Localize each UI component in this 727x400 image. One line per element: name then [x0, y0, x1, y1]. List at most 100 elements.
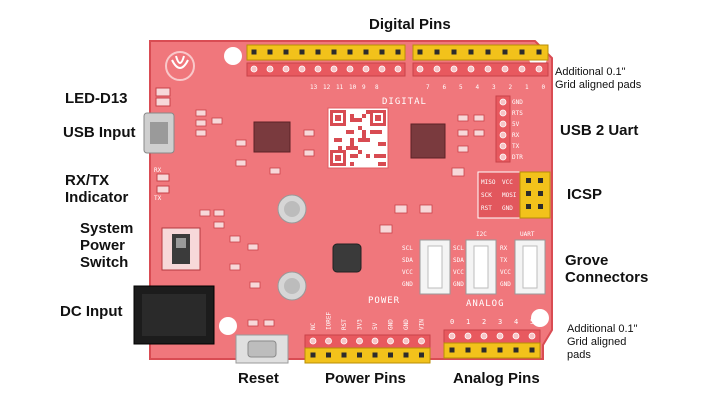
silk-grove-pin: TX	[500, 257, 508, 264]
silk-pin-label: 11	[336, 84, 344, 91]
silk-power-pin: RST	[341, 319, 348, 330]
silk-grove-pin: RX	[500, 245, 508, 252]
header-pin	[417, 49, 423, 55]
header-pin	[251, 49, 257, 55]
silk-uart-pin: GND	[512, 99, 523, 106]
mounting-hole-bottom-right	[531, 309, 549, 327]
qr-code	[327, 107, 389, 169]
silk-grove-pin: VCC	[453, 269, 464, 276]
dc-jack	[133, 285, 215, 345]
digital-header-right	[412, 44, 549, 77]
silk-analog-pin: 0	[450, 318, 454, 326]
grove-connector-2	[465, 239, 497, 295]
header-pin	[283, 49, 289, 55]
pad	[356, 337, 363, 345]
pad	[496, 332, 504, 340]
pad	[535, 65, 543, 73]
pad	[528, 332, 536, 340]
silk-tx: TX	[154, 195, 162, 202]
uart-header	[495, 95, 511, 163]
label-usb-2-uart: USB 2 Uart	[560, 122, 639, 139]
pad	[518, 65, 526, 73]
usb-port	[143, 112, 175, 154]
silk-pin-label: 2	[509, 84, 513, 91]
header-pin	[434, 49, 440, 55]
label-reset: Reset	[238, 370, 279, 387]
header-pin	[485, 49, 491, 55]
header-pin	[536, 49, 542, 55]
silk-pin-label: 1	[525, 84, 529, 91]
silk-pin-label: 8	[375, 84, 379, 91]
pad	[282, 65, 290, 73]
header-pin	[315, 49, 321, 55]
label-analog-pins: Analog Pins	[453, 370, 540, 387]
label-additional-pads-top: Additional 0.1" Grid aligned pads	[555, 66, 642, 91]
grove-connector-3	[514, 239, 546, 295]
inductor	[332, 243, 362, 273]
pad	[480, 332, 488, 340]
icsp-pin	[538, 191, 543, 196]
led-d13	[155, 87, 171, 107]
silk-pin-label: 3	[492, 84, 496, 91]
header-pin	[347, 49, 353, 55]
silk-pin-label: 7	[426, 84, 430, 91]
smd-components	[195, 109, 485, 327]
silk-uart-pin: DTR	[512, 154, 523, 161]
rx-tx-indicator: RX TX	[154, 167, 170, 202]
silk-digital-label: DIGITAL	[382, 97, 427, 107]
label-rx-tx-indicator: RX/TX Indicator	[65, 172, 129, 206]
header-pin	[497, 347, 503, 353]
header-pin	[519, 49, 525, 55]
label-grove-connectors: Grove Connectors	[565, 252, 649, 286]
capacitor-1	[277, 194, 307, 224]
pad	[325, 337, 332, 345]
header-pin	[331, 49, 337, 55]
silk-uart-pin: RX	[512, 132, 520, 139]
pad	[346, 65, 354, 73]
header-pin	[403, 352, 409, 358]
pad	[362, 65, 370, 73]
header-pin	[502, 49, 508, 55]
label-additional-pads-bottom: Additional 0.1" Grid aligned pads	[567, 323, 638, 361]
silk-power-pin: GND	[403, 319, 410, 330]
header-pin	[465, 347, 471, 353]
pad	[448, 332, 456, 340]
uart-pad	[499, 98, 507, 106]
pad	[394, 65, 402, 73]
header-pin	[468, 49, 474, 55]
power-switch	[161, 227, 201, 271]
silk-pin-label: 9	[362, 84, 366, 91]
silk-grove-pin: SDA	[402, 257, 413, 264]
pad	[387, 337, 394, 345]
uart-pad	[499, 120, 507, 128]
silk-power-pin: 5V	[372, 322, 379, 330]
icsp-pin	[526, 204, 531, 209]
pad	[266, 65, 274, 73]
silk-pin-label: 12	[323, 84, 331, 91]
label-system-power-switch: System Power Switch	[80, 220, 134, 271]
silk-grove-pin: VCC	[402, 269, 413, 276]
header-pin	[451, 49, 457, 55]
chip-left	[253, 121, 291, 153]
silk-power-pin: VIN	[419, 319, 426, 330]
pad	[450, 65, 458, 73]
header-pin	[310, 352, 316, 358]
header-pin	[449, 347, 455, 353]
label-led-d13: LED-D13	[65, 90, 128, 107]
silk-analog-pin: 5	[530, 318, 534, 326]
uart-pad	[499, 109, 507, 117]
header-pin	[267, 49, 273, 55]
pad	[433, 65, 441, 73]
header-pin	[395, 49, 401, 55]
pad	[464, 332, 472, 340]
silk-uart-pin: RTS	[512, 110, 523, 117]
silk-grove-pin: GND	[453, 281, 464, 288]
pad	[402, 337, 410, 345]
label-usb-input: USB Input	[63, 124, 136, 141]
silk-analog-pin: 3	[498, 318, 502, 326]
silk-power-pin: GND	[388, 319, 395, 330]
pad	[484, 65, 492, 73]
capacitor-2	[277, 271, 307, 301]
label-dc-input: DC Input	[60, 303, 123, 320]
